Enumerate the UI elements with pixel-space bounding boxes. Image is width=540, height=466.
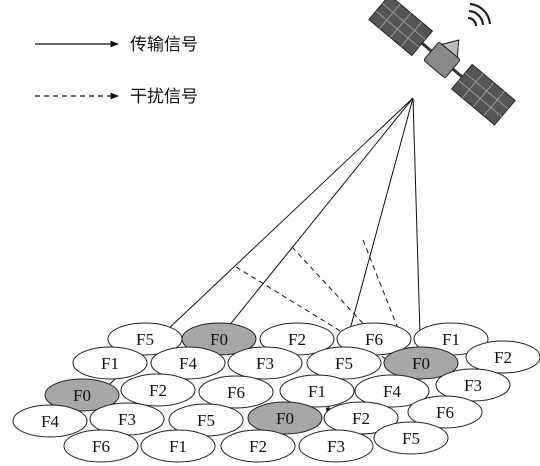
- cell-f6: F6: [63, 429, 139, 463]
- legend-interference-label: 干扰信号: [130, 87, 198, 107]
- cell-label: F6: [436, 403, 454, 422]
- cell-label: F3: [256, 354, 274, 373]
- cell-f2: F2: [323, 401, 399, 435]
- cell-label: F0: [210, 330, 228, 349]
- cell-f3: F3: [227, 346, 303, 380]
- cell-f5: F5: [168, 403, 244, 437]
- cell-shape: [12, 404, 88, 438]
- cell-label: F1: [308, 382, 326, 401]
- cell-f0-highlighted: F0: [247, 401, 323, 435]
- cell-label: F2: [249, 437, 267, 456]
- cell-label: F3: [327, 437, 345, 456]
- cell-label: F0: [412, 354, 430, 373]
- legend: 传输信号 干扰信号: [35, 35, 198, 107]
- cell-f5: F5: [306, 346, 382, 380]
- cell-label: F5: [197, 411, 215, 430]
- interference-line-2: [291, 246, 409, 373]
- cell-f4: F4: [150, 346, 226, 380]
- cell-label: F4: [179, 354, 197, 373]
- transmit-line-2: [223, 97, 414, 333]
- cell-f0-highlighted: F0: [383, 346, 459, 380]
- cell-label: F5: [402, 429, 420, 448]
- satellite-dish: [440, 39, 460, 59]
- signal-waves: [467, 2, 492, 27]
- solar-panel-left: [368, 0, 434, 57]
- legend-transmit-label: 传输信号: [130, 35, 198, 55]
- cell-shape: [465, 340, 540, 374]
- cell-label: F2: [494, 348, 512, 367]
- cell-label: F3: [464, 376, 482, 395]
- cell-f2: F2: [120, 373, 196, 407]
- cell-label: F5: [136, 330, 154, 349]
- cell-label: F6: [227, 383, 245, 402]
- cell-shape: [373, 421, 449, 455]
- cell-label: F1: [101, 354, 119, 373]
- cell-shape: [354, 374, 430, 408]
- cell-f3: F3: [435, 368, 511, 402]
- cell-shape: [140, 429, 216, 463]
- cell-shape: [383, 346, 459, 380]
- satellite-icon: [368, 0, 516, 126]
- cell-f4: F4: [354, 374, 430, 408]
- cell-label: F6: [92, 437, 110, 456]
- cell-shape: [298, 429, 374, 463]
- cell-shape: [198, 375, 274, 409]
- cell-label: F0: [73, 386, 91, 405]
- cell-f2: F2: [220, 429, 296, 463]
- cell-shape: [220, 429, 296, 463]
- cell-f6: F6: [198, 375, 274, 409]
- cell-f1: F1: [72, 346, 148, 380]
- cell-label: F1: [169, 437, 187, 456]
- cell-f5: F5: [373, 421, 449, 455]
- cell-shape: [44, 378, 120, 412]
- cell-f6: F6: [407, 395, 483, 429]
- cell-label: F0: [276, 409, 294, 428]
- cell-label: F5: [335, 354, 353, 373]
- transmit-line-4: [412, 97, 424, 369]
- cell-label: F3: [118, 410, 136, 429]
- cell-f5: F5: [107, 322, 183, 356]
- cell-f3: F3: [298, 429, 374, 463]
- cell-shape: [150, 346, 226, 380]
- cell-shape: [227, 346, 303, 380]
- cell-label: F2: [149, 381, 167, 400]
- cell-shape: [63, 429, 139, 463]
- cell-f2: F2: [465, 340, 540, 374]
- cell-label: F1: [442, 330, 460, 349]
- cell-shape: [72, 346, 148, 380]
- cell-shape: [120, 373, 196, 407]
- cell-label: F2: [288, 330, 306, 349]
- cell-f0-highlighted: F0: [44, 378, 120, 412]
- cell-shape: [279, 374, 355, 408]
- cell-f1: F1: [279, 374, 355, 408]
- cell-label: F2: [352, 409, 370, 428]
- cell-shape: [247, 401, 323, 435]
- cell-shape: [407, 395, 483, 429]
- cell-label: F4: [41, 412, 59, 431]
- cell-f1: F1: [140, 429, 216, 463]
- solar-panel-right: [450, 63, 516, 126]
- cell-f0-highlighted: F0: [181, 322, 257, 356]
- cell-shape: [306, 346, 382, 380]
- cell-label: F4: [383, 382, 401, 401]
- cell-label: F6: [365, 330, 383, 349]
- cell-f4: F4: [12, 404, 88, 438]
